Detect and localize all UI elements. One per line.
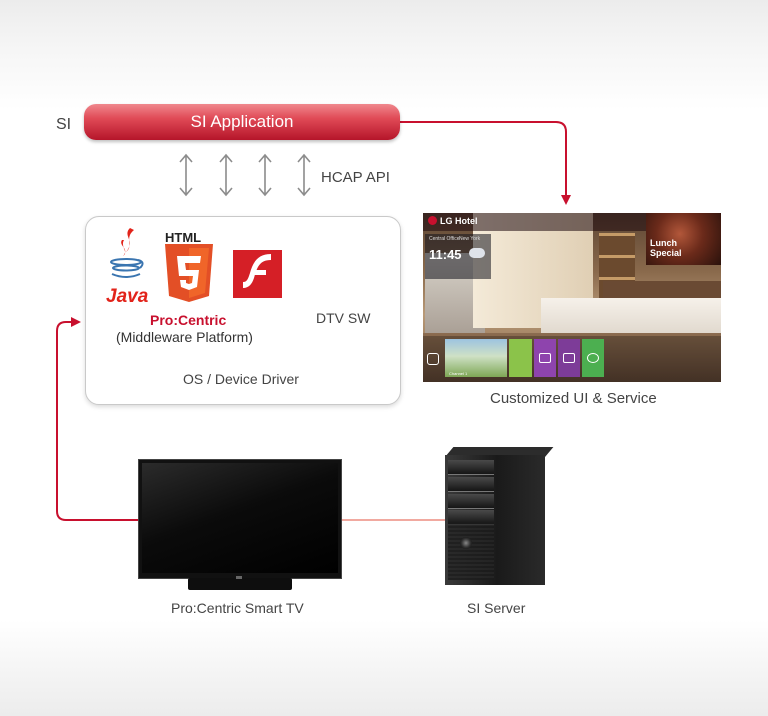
tray-card-app-1 bbox=[534, 339, 556, 377]
tv-stand bbox=[188, 578, 292, 590]
app-glyph-icon bbox=[587, 353, 599, 363]
hcap-api-label: HCAP API bbox=[321, 169, 390, 186]
city-left: Central Office bbox=[429, 236, 460, 242]
drive-bay bbox=[448, 494, 494, 509]
tray-card-app-2 bbox=[558, 339, 580, 377]
java-text: Java bbox=[106, 286, 149, 306]
platform-box bbox=[85, 216, 401, 405]
html5-logo-icon bbox=[165, 244, 213, 302]
tray-caption: Channel 1 bbox=[449, 371, 468, 376]
si-label: SI bbox=[56, 116, 72, 133]
clock-time: 11:45 bbox=[429, 247, 462, 262]
tray-card-photo bbox=[445, 339, 507, 377]
os-driver-label: OS / Device Driver bbox=[183, 371, 299, 387]
lg-logo-icon bbox=[428, 216, 437, 225]
tv-to-platform-arrow bbox=[56, 317, 138, 521]
procentric-title: Pro:Centric bbox=[150, 312, 227, 328]
tv-screen bbox=[142, 463, 338, 573]
double-arrow-icon bbox=[297, 153, 311, 197]
java-logo-icon: Java bbox=[106, 228, 149, 306]
hotel-brand-text: LG Hotel bbox=[440, 216, 478, 226]
app-glyph-icon bbox=[539, 353, 551, 363]
promo-line-2: Special bbox=[650, 248, 682, 258]
lunch-promo-image bbox=[646, 213, 721, 265]
drive-bay bbox=[448, 477, 494, 492]
flash-logo-icon bbox=[233, 250, 282, 298]
server-vent bbox=[448, 522, 494, 580]
hotel-ui-screenshot: LG Hotel Central Office New York 11:45 L… bbox=[423, 213, 721, 382]
smart-tv-label: Pro:Centric Smart TV bbox=[171, 600, 304, 616]
html-label: HTML bbox=[165, 230, 202, 245]
si-server-label: SI Server bbox=[467, 600, 526, 616]
promo-text: Lunch Special bbox=[650, 238, 682, 258]
drive-bay bbox=[448, 460, 494, 475]
dtv-sw-label: DTV SW bbox=[316, 310, 371, 326]
double-arrow-icon bbox=[179, 153, 193, 197]
power-button-icon bbox=[460, 537, 472, 549]
si-application-bar: SI Application bbox=[84, 104, 400, 140]
double-arrow-icon bbox=[258, 153, 272, 197]
tray-card-antenna bbox=[509, 339, 532, 377]
promo-line-1: Lunch bbox=[650, 238, 677, 248]
app-glyph-icon bbox=[563, 353, 575, 363]
customized-ui-label: Customized UI & Service bbox=[490, 390, 657, 407]
headboard bbox=[603, 281, 721, 303]
app-to-ui-arrow bbox=[400, 121, 571, 205]
input-icon bbox=[427, 353, 439, 365]
middleware-subtitle: (Middleware Platform) bbox=[116, 329, 253, 345]
cloud-icon bbox=[469, 248, 485, 258]
server-side bbox=[497, 455, 545, 585]
weather-widget: Central Office New York 11:45 bbox=[425, 234, 491, 279]
hotel-brand: LG Hotel bbox=[428, 216, 478, 226]
city-right: New York bbox=[459, 236, 481, 242]
tv-logo-icon bbox=[236, 576, 242, 579]
double-arrow-icon bbox=[219, 153, 233, 197]
